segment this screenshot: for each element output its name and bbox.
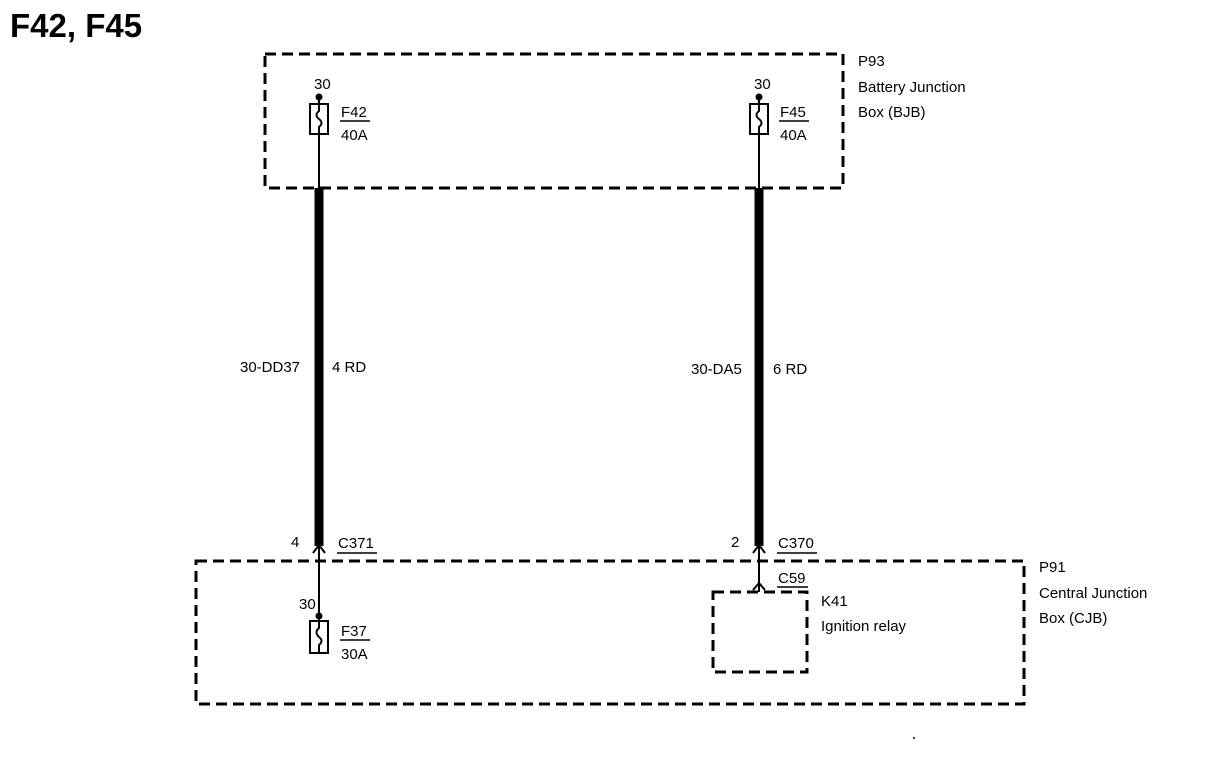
wire-left-gauge-color: 4 RD [332, 359, 366, 376]
relay-k41-id: K41 [821, 593, 848, 610]
connector-c370: 2 C370 [731, 534, 817, 562]
bjb-name-line2: Box (BJB) [858, 104, 926, 121]
fuse-f37-terminal: 30 [299, 596, 316, 613]
cjb-id-label: P91 [1039, 559, 1066, 576]
bjb-name-line1: Battery Junction [858, 79, 966, 96]
fuse-f42-id: F42 [341, 104, 367, 121]
connector-c370-pin: 2 [731, 534, 739, 551]
fuse-element-icon [315, 621, 323, 653]
fuse-element-icon [315, 104, 323, 134]
fuse-f45-rating: 40A [780, 127, 807, 144]
diagram-title: F42, F45 [10, 7, 142, 44]
artifact-dot [913, 737, 915, 739]
fuse-f37: 30 F37 30A [299, 562, 370, 663]
relay-k41: C59 K41 Ignition relay [711, 562, 907, 674]
relay-k41-outline [711, 590, 809, 674]
connector-c371-pin: 4 [291, 534, 299, 551]
fuse-f45-id: F45 [780, 104, 806, 121]
wire-right-gauge-color: 6 RD [773, 361, 807, 378]
connector-c370-id: C370 [778, 535, 814, 552]
fuse-f37-rating: 30A [341, 646, 368, 663]
fuse-element-icon [755, 104, 763, 134]
cjb-name-line2: Box (CJB) [1039, 610, 1107, 627]
fuse-f42: 30 F42 40A [309, 76, 370, 188]
wire-right-circuit: 30-DA5 [691, 361, 742, 378]
cjb-name-line1: Central Junction [1039, 585, 1147, 602]
fuse-f37-id: F37 [341, 623, 367, 640]
fuse-f42-terminal: 30 [314, 76, 331, 93]
fuse-f42-rating: 40A [341, 127, 368, 144]
connector-c371: 4 C371 [291, 534, 377, 562]
central-junction-box [194, 559, 1026, 706]
relay-k41-name: Ignition relay [821, 618, 907, 635]
fuse-f45-terminal: 30 [754, 76, 771, 93]
connector-c371-id: C371 [338, 535, 374, 552]
bjb-id-label: P93 [858, 53, 885, 70]
wire-left-circuit: 30-DD37 [240, 359, 300, 376]
fuse-f45: 30 F45 40A [749, 76, 809, 188]
battery-junction-box [263, 52, 845, 190]
relay-connector-c59: C59 [778, 570, 806, 587]
connector-chevron-icon [752, 581, 766, 591]
